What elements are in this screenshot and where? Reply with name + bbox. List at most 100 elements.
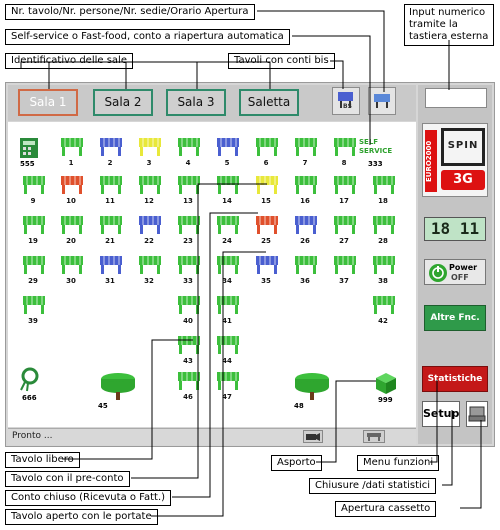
table-number: 18 [378, 197, 388, 205]
table-17[interactable]: 17 [332, 174, 366, 208]
table-21[interactable]: 21 [98, 214, 132, 248]
power-off-button[interactable]: Power OFF [424, 259, 486, 285]
takeaway-icon[interactable] [18, 366, 44, 394]
table-number: 1 [68, 159, 74, 167]
table-32[interactable]: 32 [137, 254, 171, 288]
table-icon [100, 256, 122, 274]
open-drawer-button[interactable] [466, 401, 488, 427]
callout-conto-chiuso: Conto chiuso (Ricevuta o Fatt.) [5, 490, 172, 506]
tab-sala-1[interactable]: Sala 1 [18, 89, 78, 116]
table-28[interactable]: 28 [371, 214, 405, 248]
table-14[interactable]: 14 [215, 174, 249, 208]
table-icon [178, 176, 200, 194]
cash-register-icon[interactable] [18, 136, 42, 160]
table-47[interactable]: 47 [215, 370, 249, 404]
table-42[interactable]: 42 [371, 294, 405, 328]
table-number: 17 [339, 197, 349, 205]
table-27[interactable]: 27 [332, 214, 366, 248]
table-31[interactable]: 31 [98, 254, 132, 288]
table-icon [139, 256, 161, 274]
table-26[interactable]: 26 [293, 214, 327, 248]
table-icon [373, 256, 395, 274]
table-number: 24 [222, 237, 232, 245]
table-icon [217, 216, 239, 234]
callout-tavolo-preconto: Tavolo con il pre-conto [5, 471, 130, 487]
table-30[interactable]: 30 [59, 254, 93, 288]
table-icon [23, 176, 45, 194]
table-5[interactable]: 5 [215, 136, 249, 170]
tab-sala-2[interactable]: Sala 2 [93, 89, 153, 116]
table-19[interactable]: 19 [21, 214, 55, 248]
table-7[interactable]: 7 [293, 136, 327, 170]
table-10[interactable]: 10 [59, 174, 93, 208]
table-39[interactable]: 39 [21, 294, 55, 328]
table-35[interactable]: 35 [254, 254, 288, 288]
table-43[interactable]: 43 [176, 334, 210, 368]
table-2[interactable]: 2 [98, 136, 132, 170]
table-23[interactable]: 23 [176, 214, 210, 248]
table-6[interactable]: 6 [254, 136, 288, 170]
table-4[interactable]: 4 [176, 136, 210, 170]
table-number: 14 [222, 197, 232, 205]
round-table-right-number: 48 [294, 402, 304, 410]
table-number: 26 [300, 237, 310, 245]
statistiche-button[interactable]: Statistiche [422, 366, 488, 392]
table-number: 12 [144, 197, 154, 205]
table-18[interactable]: 18 [371, 174, 405, 208]
table-12[interactable]: 12 [137, 174, 171, 208]
table-icon [100, 176, 122, 194]
table-15[interactable]: 15 [254, 174, 288, 208]
bis-tables-button[interactable]: BS [332, 87, 360, 115]
table-icon [334, 176, 356, 194]
asporto-button[interactable] [303, 430, 323, 443]
table-37[interactable]: 37 [332, 254, 366, 288]
callout-menu-funzioni: Menu funzioni [357, 455, 440, 471]
table-number: 30 [66, 277, 76, 285]
table-9[interactable]: 9 [21, 174, 55, 208]
table-icon [334, 256, 356, 274]
table-number: 44 [222, 357, 232, 365]
table-22[interactable]: 22 [137, 214, 171, 248]
table-icon [61, 176, 83, 194]
table-info-button[interactable] [368, 87, 396, 115]
power-label: Power [449, 263, 478, 272]
table-number: 35 [261, 277, 271, 285]
round-table-right-icon[interactable] [292, 370, 332, 404]
table-41[interactable]: 41 [215, 294, 249, 328]
table-13[interactable]: 13 [176, 174, 210, 208]
table-33[interactable]: 33 [176, 254, 210, 288]
table-36[interactable]: 36 [293, 254, 327, 288]
setup-button[interactable]: Setup [422, 401, 460, 427]
table-number: 4 [185, 159, 191, 167]
callout-self-service: Self-service o Fast-food, conto a riaper… [5, 29, 290, 45]
table-25[interactable]: 25 [254, 214, 288, 248]
table-34[interactable]: 34 [215, 254, 249, 288]
box-icon[interactable] [373, 370, 399, 396]
table-20[interactable]: 20 [59, 214, 93, 248]
table-number: 25 [261, 237, 271, 245]
table-24[interactable]: 24 [215, 214, 249, 248]
table-29[interactable]: 29 [21, 254, 55, 288]
table-1[interactable]: 1 [59, 136, 93, 170]
callout-tavoli-conti-bis: Tavoli con conti bis [228, 53, 335, 69]
table-11[interactable]: 11 [98, 174, 132, 208]
tab-saletta[interactable]: Saletta [239, 89, 299, 116]
numeric-input[interactable] [425, 88, 487, 108]
status-table-button[interactable] [363, 430, 385, 443]
table-3[interactable]: 3 [137, 136, 171, 170]
table-icon [373, 296, 395, 314]
table-44[interactable]: 44 [215, 334, 249, 368]
table-46[interactable]: 46 [176, 370, 210, 404]
table-icon [256, 216, 278, 234]
table-icon [23, 256, 45, 274]
table-38[interactable]: 38 [371, 254, 405, 288]
altre-funzioni-button[interactable]: Altre Fnc. [424, 305, 486, 331]
table-icon [178, 256, 200, 274]
box-number: 999 [378, 396, 393, 404]
tab-sala-3[interactable]: Sala 3 [166, 89, 226, 116]
table-number: 46 [183, 393, 193, 401]
table-40[interactable]: 40 [176, 294, 210, 328]
round-table-left-icon[interactable] [98, 370, 138, 404]
table-16[interactable]: 16 [293, 174, 327, 208]
table-number: 19 [28, 237, 38, 245]
